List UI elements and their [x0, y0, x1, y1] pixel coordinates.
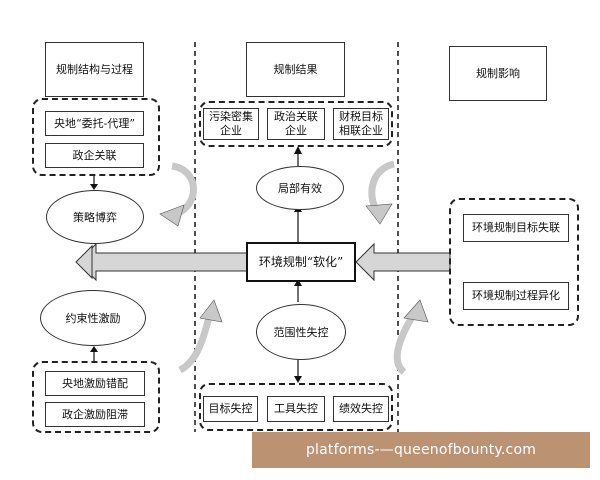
header-result: 规制结果 [246, 42, 345, 97]
box-central-local-agency: 央地“委托-代理” [45, 111, 144, 136]
group-right-impact [449, 198, 579, 326]
box-political-connected: 政治关联 企业 [267, 108, 325, 140]
double-arrow-left [77, 242, 249, 282]
group-left-top [32, 98, 160, 176]
arrow-center-to-scope-head [294, 279, 302, 286]
arrow-group-to-strategy-head [90, 184, 98, 190]
box-performance-loss: 绩效失控 [333, 396, 389, 422]
box-incentive-block: 政企激励阻滞 [45, 402, 145, 427]
ellipse-local-effective: 局部有效 [256, 166, 344, 210]
box-incentive-mismatch: 央地激励错配 [45, 371, 145, 396]
header-structure: 规制结构与过程 [45, 42, 144, 97]
curved-arrow-right-top-head [365, 203, 393, 225]
double-arrow-right [355, 242, 451, 282]
ellipse-scope-loss: 范围性失控 [256, 304, 346, 360]
box-pollution-intensive: 污染密集 企业 [203, 108, 259, 140]
curved-arrow-right-bottom [393, 312, 417, 375]
ellipse-binding-incentive: 约束性激励 [40, 290, 146, 346]
curved-arrow-left-top-head [159, 204, 185, 227]
box-soft-regulation: 环境规制“软化” [246, 242, 356, 282]
group-top-results [199, 101, 393, 147]
watermark-banner: platforms-—queenofbounty.com [252, 432, 590, 468]
group-left-bottom [32, 361, 160, 433]
arrow-scope-to-results-head [294, 376, 302, 383]
double-arrow-left-head [75, 244, 93, 280]
box-target-loss: 目标失控 [203, 396, 258, 422]
box-tool-loss: 工具失控 [267, 396, 325, 422]
curved-arrow-left-bottom-head [199, 299, 223, 323]
header-impact: 规制影响 [449, 46, 547, 101]
curved-arrow-right-bottom-head [403, 299, 429, 323]
box-gov-enterprise-link: 政企关联 [45, 143, 144, 168]
group-bottom-results [199, 383, 393, 431]
box-fiscal-target: 财税目标 相联企业 [333, 108, 389, 140]
box-process-alienation: 环境规制过程异化 [463, 282, 569, 310]
arrow-group-to-incentive-head [90, 346, 98, 352]
ellipse-strategy-game: 策略博弈 [46, 190, 144, 244]
arrow-local-to-results-head [294, 146, 302, 154]
box-target-disconnect: 环境规制目标失联 [463, 214, 569, 242]
